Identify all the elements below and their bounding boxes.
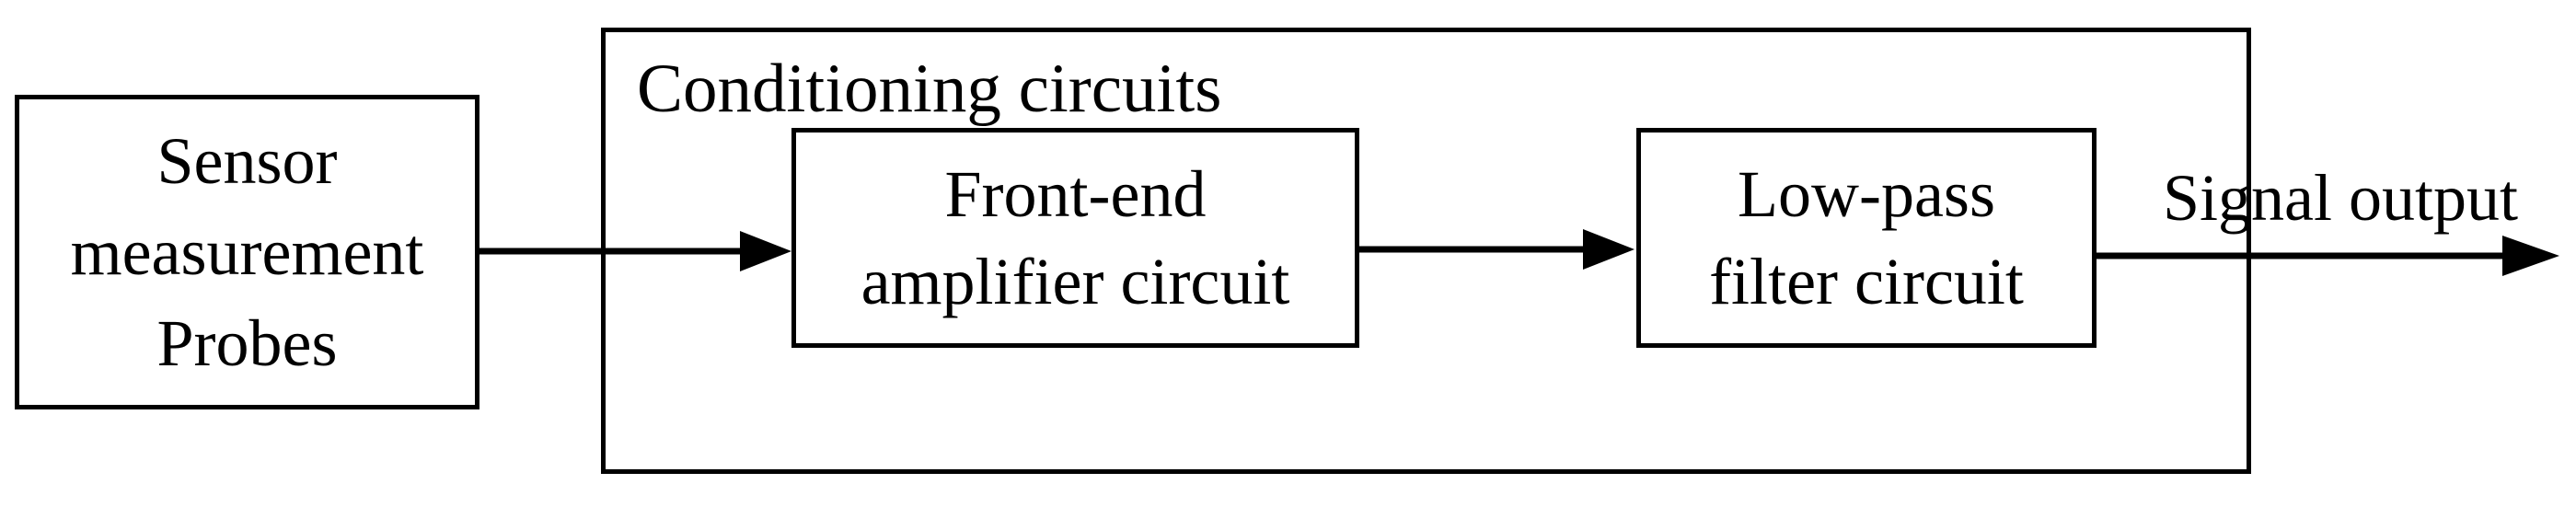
block-sensor-measurement-probes: Sensor measurement Probes bbox=[15, 95, 479, 409]
conditioning-circuits-label: Conditioning circuits bbox=[637, 51, 1222, 127]
low-pass-label-line-1: Low-pass bbox=[1738, 156, 1995, 231]
block-low-pass-filter-circuit: Low-pass filter circuit bbox=[1636, 128, 2097, 348]
front-end-block-label: Front-end amplifier circuit bbox=[796, 133, 1355, 343]
front-end-label-line-2: amplifier circuit bbox=[861, 244, 1290, 318]
sensor-block-label: Sensor measurement Probes bbox=[19, 99, 475, 405]
signal-output-label: Signal output bbox=[2163, 161, 2519, 235]
sensor-label-line-1: Sensor bbox=[156, 123, 338, 198]
sensor-label-line-2: measurement bbox=[70, 214, 424, 289]
sensor-label-line-3: Probes bbox=[156, 305, 338, 380]
low-pass-label-line-2: filter circuit bbox=[1709, 244, 2024, 318]
block-front-end-amplifier-circuit: Front-end amplifier circuit bbox=[791, 128, 1359, 348]
low-pass-block-label: Low-pass filter circuit bbox=[1641, 133, 2092, 343]
front-end-label-line-1: Front-end bbox=[944, 156, 1207, 231]
